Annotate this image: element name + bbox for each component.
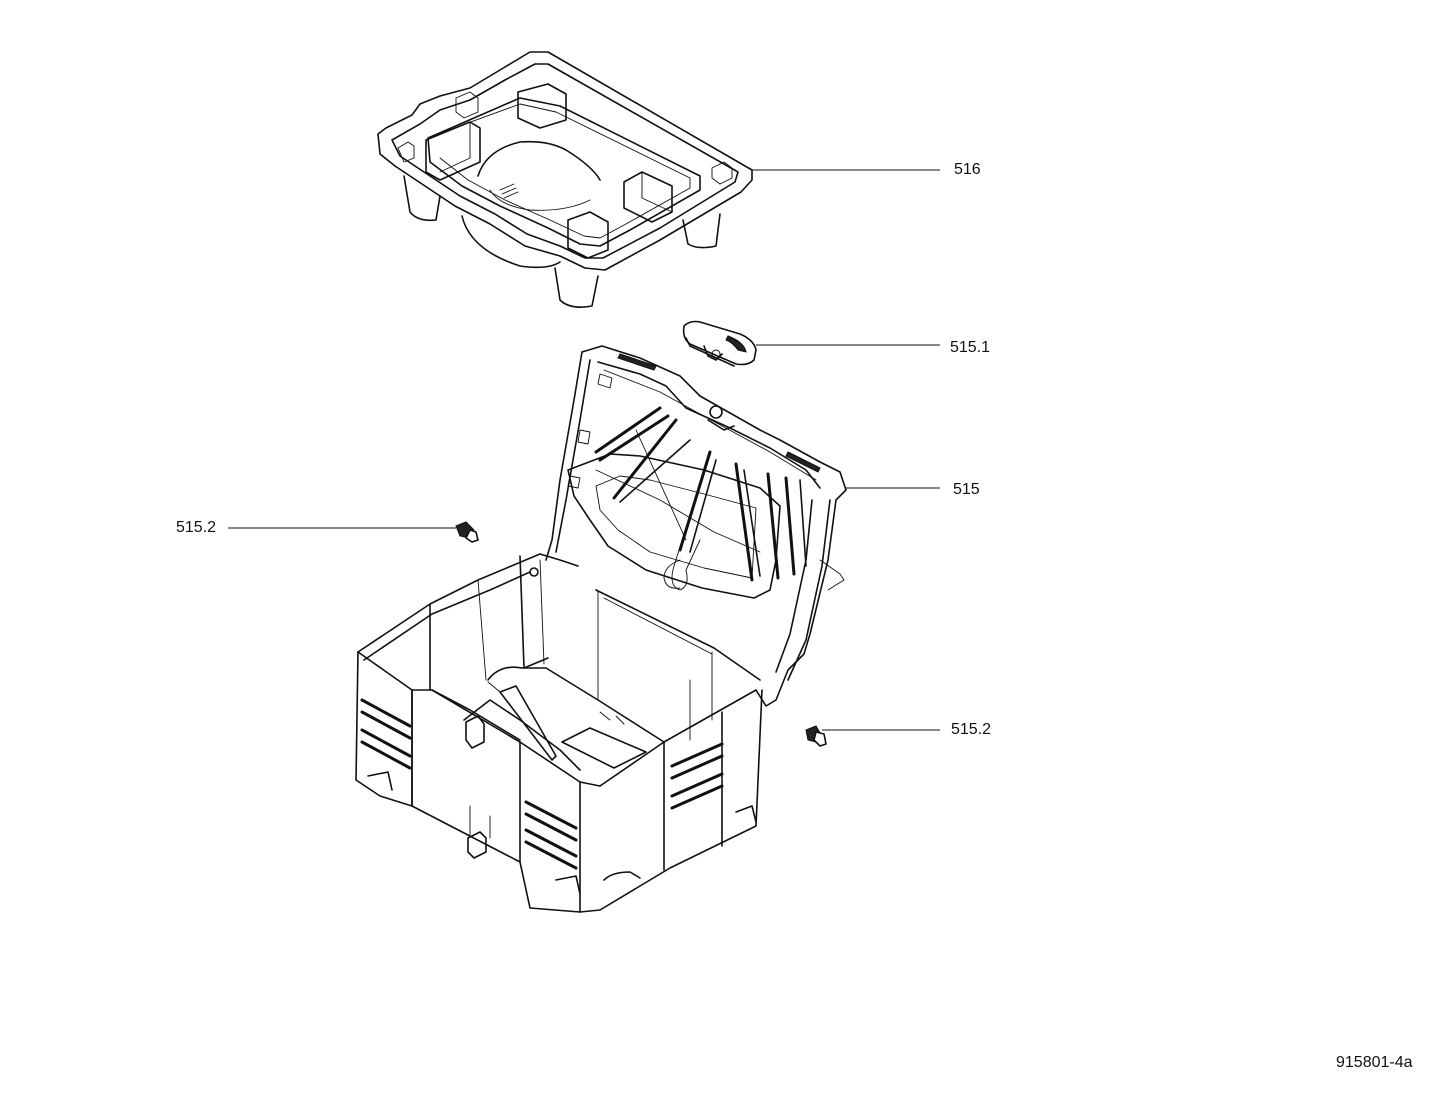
part-label-515-1: 515.1 — [950, 339, 991, 356]
hinge-pin-515-2-left — [455, 521, 479, 543]
case-body-515 — [355, 553, 763, 913]
part-label-516: 516 — [954, 161, 981, 178]
part-label-515-2-right: 515.2 — [951, 721, 992, 738]
drawing-number: 915801-4a — [1336, 1054, 1413, 1071]
part-label-515: 515 — [953, 481, 980, 498]
hinge-pin-515-2-right — [805, 725, 827, 747]
insert-tray-516 — [377, 51, 753, 308]
latch-515-1 — [682, 320, 757, 367]
part-label-515-2-left: 515.2 — [176, 519, 217, 536]
case-lid-515 — [545, 345, 847, 707]
